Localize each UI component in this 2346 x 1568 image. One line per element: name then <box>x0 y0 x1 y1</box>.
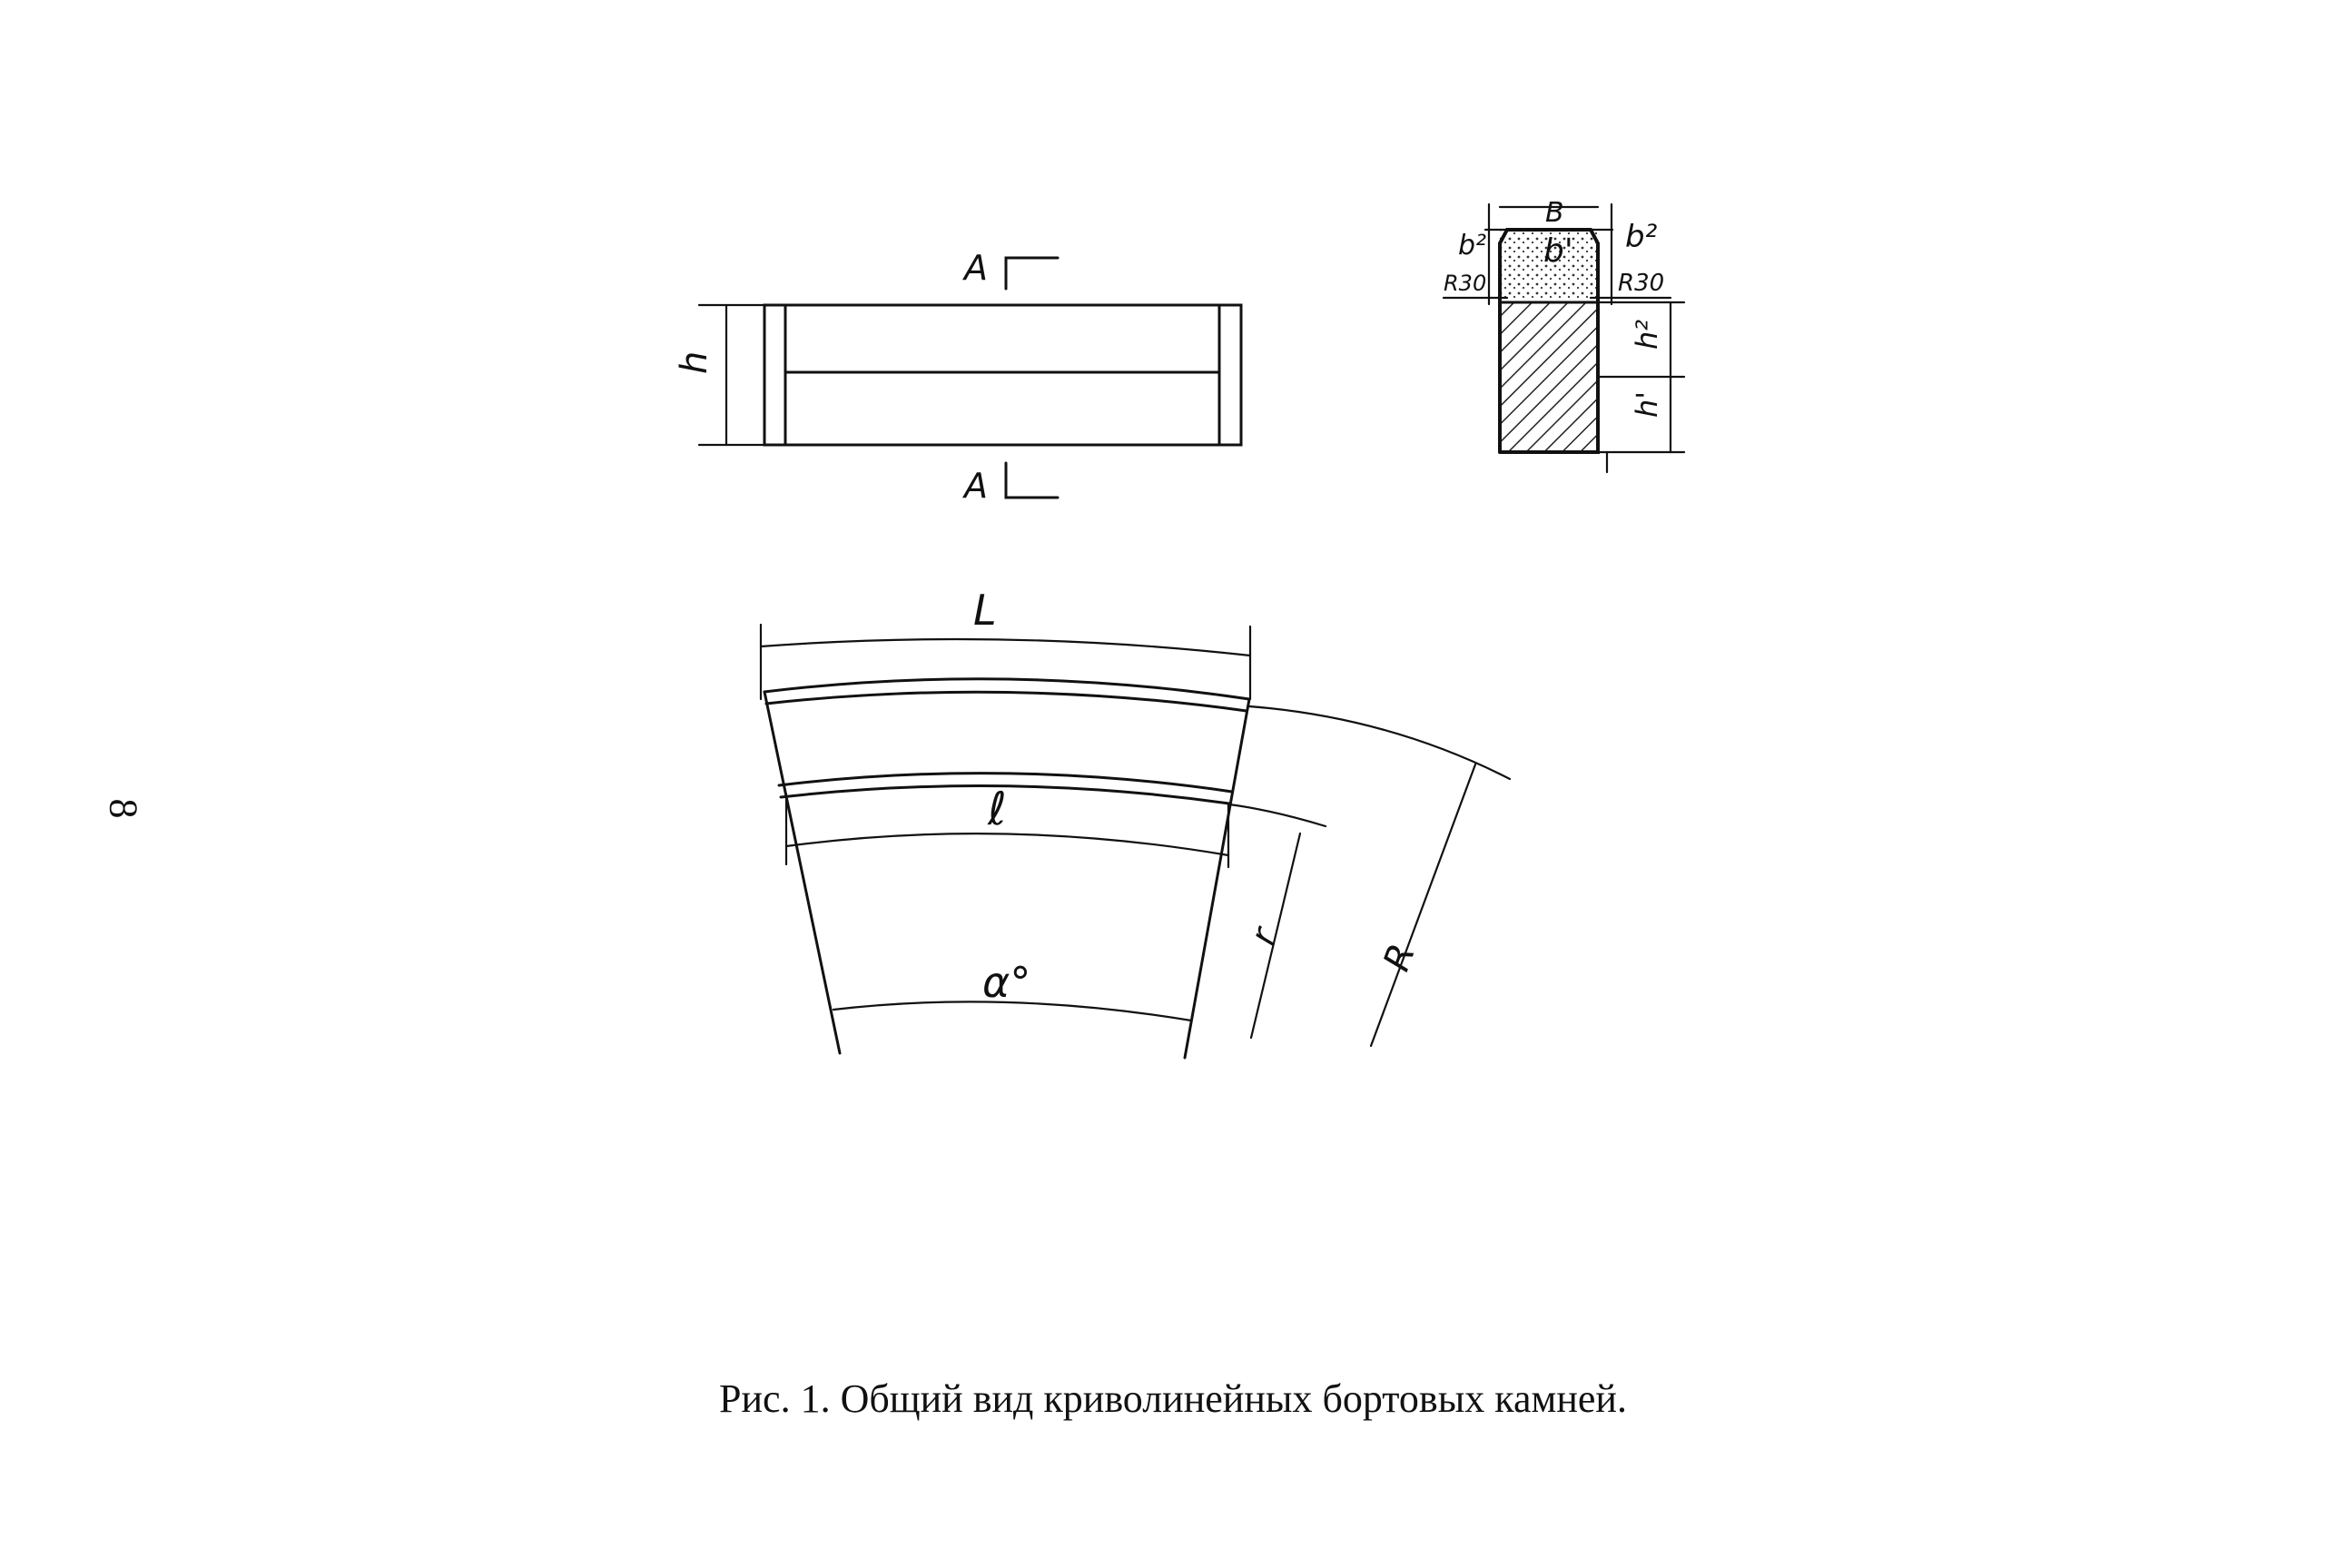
label-R: R <box>1375 939 1424 977</box>
section-arrow-bottom <box>1004 461 1060 499</box>
stone-top-edge-1 <box>763 677 1251 701</box>
label-b-top: В <box>1545 197 1564 229</box>
stone-middle-edge-2 <box>779 784 1231 805</box>
dimension-L-arc <box>759 637 1252 657</box>
side-view: h А А <box>674 248 1243 506</box>
label-L: L <box>973 586 997 635</box>
angle-alpha-arc <box>832 1001 1193 1022</box>
page-number: 8 <box>101 798 146 819</box>
section-mark-top: А <box>961 248 988 288</box>
section-arrow-top <box>1004 256 1060 291</box>
section-mark-bottom: А <box>961 466 988 506</box>
stone-middle-edge-1 <box>777 772 1234 794</box>
radius-r-arc <box>1227 803 1327 828</box>
label-h2: h² <box>1630 320 1664 350</box>
radius-r-line <box>1249 832 1302 1040</box>
stone-left-side <box>763 690 842 1055</box>
figure-caption: Рис. 1. Общий вид криволинейных бортовых… <box>719 1376 1627 1421</box>
radius-R-arc <box>1247 705 1512 781</box>
label-b-left: b² <box>1458 230 1486 261</box>
label-r30-right: R30 <box>1618 270 1664 297</box>
section-base-layer <box>1500 302 1598 452</box>
stone-top-edge-2 <box>764 690 1248 713</box>
label-b2: b² <box>1625 219 1658 255</box>
side-view-outline <box>763 303 1243 447</box>
height-label: h <box>674 351 715 374</box>
label-r30-left: R30 <box>1444 271 1486 296</box>
stone-right-side <box>1183 697 1251 1060</box>
cross-section-view: В b' b² b² R30 R30 h² h' <box>1442 197 1686 474</box>
label-alpha: α° <box>982 958 1030 1007</box>
plan-view: L ℓ α° R r <box>759 586 1512 1060</box>
section-top-layer <box>1500 230 1598 302</box>
dimension-l-arc <box>784 833 1230 857</box>
label-b1: b' <box>1543 232 1573 270</box>
label-l: ℓ <box>987 783 1007 835</box>
radius-R-line <box>1369 763 1477 1048</box>
label-h1: h' <box>1630 391 1664 418</box>
